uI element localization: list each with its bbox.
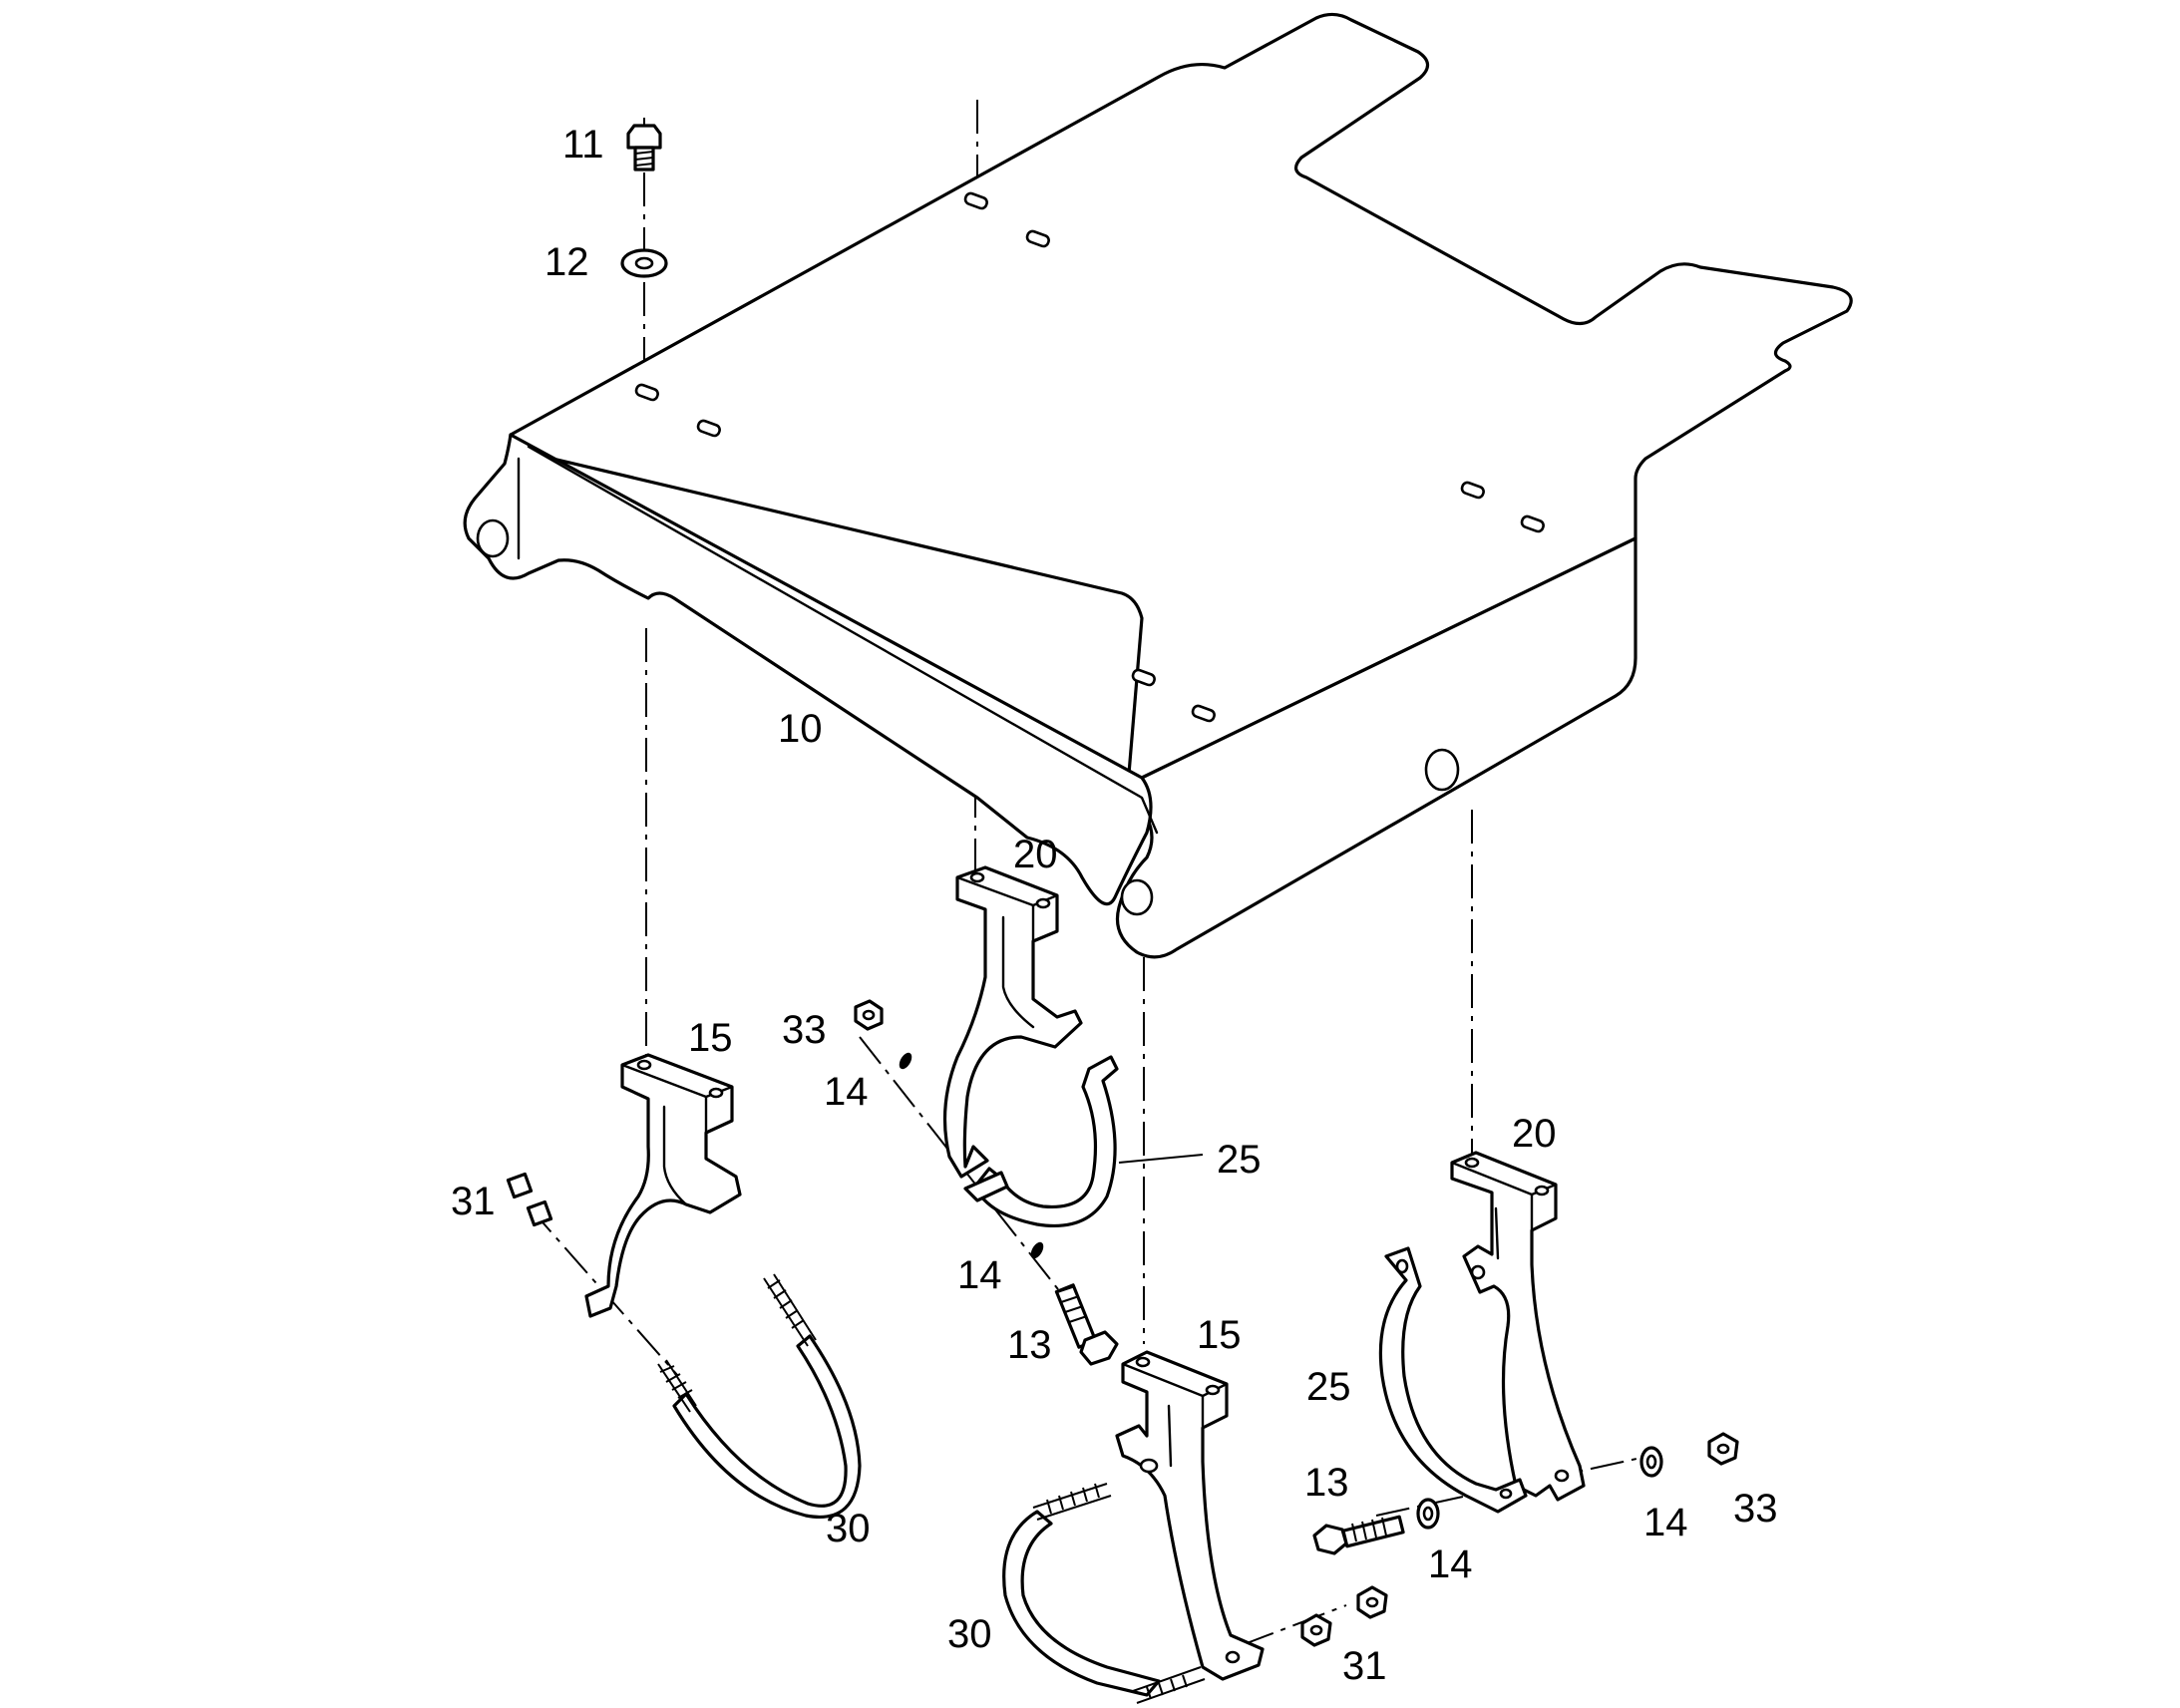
nuts-31-left <box>506 1172 553 1227</box>
plate-slots <box>634 191 1545 723</box>
bolt-13-right <box>1312 1515 1405 1555</box>
u-bolt-30-lower <box>1002 1483 1206 1704</box>
callout-11: 11 <box>562 123 604 167</box>
bracket-15-lower <box>1115 1350 1265 1681</box>
callout-14-center-lower: 14 <box>957 1253 1002 1297</box>
callout-14-right-a: 14 <box>1428 1542 1473 1586</box>
callout-20-right: 20 <box>1512 1112 1557 1156</box>
callout-25-center: 25 <box>1217 1138 1262 1182</box>
clamp-25-right <box>1378 1246 1528 1514</box>
bolt-11 <box>626 124 662 171</box>
callout-13-right: 13 <box>1304 1461 1349 1505</box>
nut-33-right <box>1707 1432 1739 1466</box>
side-hole-front <box>1120 878 1154 916</box>
callout-31-left: 31 <box>451 1180 496 1223</box>
washer-14-right-b <box>1639 1446 1663 1478</box>
callout-14-center-upper: 14 <box>824 1070 869 1114</box>
u-bolt-30-left <box>657 1273 862 1519</box>
bracket-20-center <box>942 865 1083 1179</box>
bracket-20-right <box>1450 1151 1586 1502</box>
callout-30-left: 30 <box>826 1507 871 1550</box>
callout-14-right-b: 14 <box>1643 1501 1688 1544</box>
callout-15-lower: 15 <box>1197 1313 1242 1357</box>
callout-20-center: 20 <box>1013 833 1058 876</box>
nut-33-center <box>854 999 884 1031</box>
plate-front-face <box>1115 536 1637 959</box>
callout-33-right: 33 <box>1733 1487 1778 1531</box>
plate-top-surface <box>509 12 1853 782</box>
washer-12 <box>620 248 668 278</box>
callout-13-center: 13 <box>1007 1323 1052 1367</box>
side-hole-left <box>476 518 510 558</box>
callout-10: 10 <box>778 707 823 751</box>
callout-12: 12 <box>545 240 589 284</box>
washer-14-center-lower <box>1030 1241 1044 1259</box>
leader-25-center <box>1118 1154 1204 1164</box>
callout-25-right: 25 <box>1306 1365 1351 1409</box>
callout-15-left: 15 <box>688 1016 733 1060</box>
plate-left-face <box>463 433 1153 906</box>
mounting-plate <box>463 12 1853 959</box>
bolt-13-center <box>1054 1283 1119 1366</box>
callout-33-center: 33 <box>782 1008 827 1052</box>
washer-14-center-upper <box>899 1052 912 1070</box>
bracket-15-left <box>584 1053 742 1318</box>
plate-fold-line <box>527 445 1159 835</box>
callout-labels: 10 11 12 15 20 33 14 25 31 14 13 15 20 2… <box>451 123 1778 1688</box>
washer-14-right-a <box>1416 1498 1440 1530</box>
callout-31-lower: 31 <box>1342 1644 1387 1688</box>
nuts-31-lower <box>1300 1585 1388 1647</box>
clamp-25-center <box>963 1055 1119 1228</box>
callout-30-lower: 30 <box>947 1612 992 1656</box>
side-hole-right <box>1424 748 1460 792</box>
